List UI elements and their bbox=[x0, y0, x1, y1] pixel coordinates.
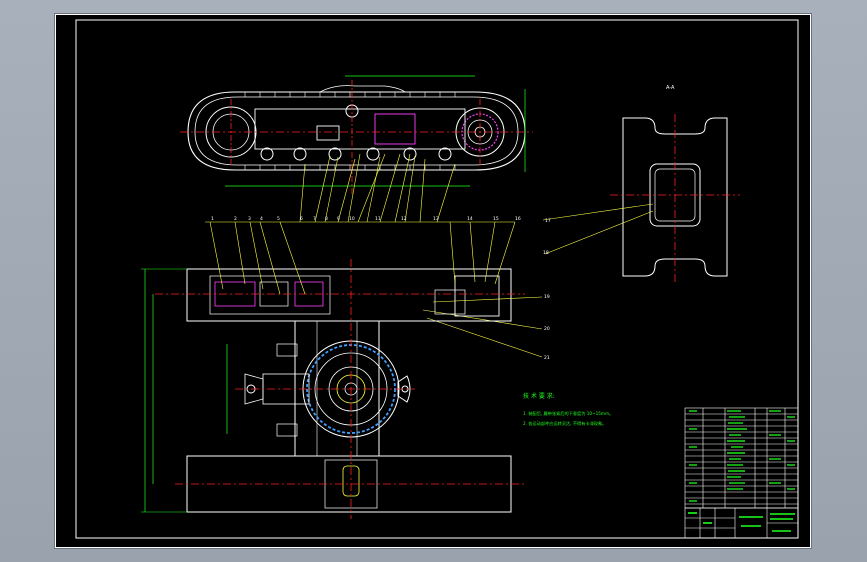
tech-req-line-1: 1. 装配后, 履带张紧后的下垂度为 10~15mm。 bbox=[523, 410, 613, 417]
balloon-21: 21 bbox=[544, 355, 550, 361]
balloon-13: 13 bbox=[433, 216, 439, 222]
balloon-17: 17 bbox=[545, 218, 551, 224]
balloon-3: 3 bbox=[248, 216, 251, 222]
balloon-14: 14 bbox=[467, 216, 473, 222]
balloon-4: 4 bbox=[260, 216, 263, 222]
front-view bbox=[141, 221, 525, 519]
track-top-view bbox=[180, 75, 533, 194]
balloon-19: 19 bbox=[544, 294, 550, 300]
balloon-5: 5 bbox=[277, 216, 280, 222]
drawing-sheet: A-A bbox=[55, 14, 811, 548]
balloon-20: 20 bbox=[544, 326, 550, 332]
balloon-7: 7 bbox=[313, 216, 316, 222]
section-view bbox=[610, 114, 740, 284]
outer-border bbox=[55, 14, 811, 548]
inner-frame bbox=[75, 19, 799, 539]
leader-lines-right bbox=[422, 203, 654, 358]
balloon-8: 8 bbox=[325, 216, 328, 222]
balloon-6: 6 bbox=[300, 216, 303, 222]
balloon-2: 2 bbox=[234, 216, 237, 222]
balloon-labels: 1 2 3 4 5 6 7 8 9 10 11 12 13 14 15 16 1… bbox=[211, 216, 551, 361]
drawing-canvas[interactable]: A-A bbox=[55, 14, 811, 548]
balloon-12: 12 bbox=[401, 216, 407, 222]
title-block bbox=[684, 507, 799, 539]
balloon-18: 18 bbox=[543, 250, 549, 256]
leader-lines-top bbox=[299, 153, 456, 223]
balloon-1: 1 bbox=[211, 216, 214, 222]
tech-req-line-2: 2. 各运动部件应运转灵活, 不得有卡滞现象。 bbox=[523, 420, 606, 427]
balloon-11: 11 bbox=[375, 216, 381, 222]
balloon-9: 9 bbox=[337, 216, 340, 222]
title-block-text bbox=[688, 512, 795, 532]
balloon-15: 15 bbox=[493, 216, 499, 222]
balloon-10: 10 bbox=[349, 216, 355, 222]
tech-req-title: 技 术 要 求: bbox=[523, 392, 555, 400]
parts-list-table bbox=[684, 407, 799, 509]
parts-list-text bbox=[689, 410, 795, 502]
section-label: A-A bbox=[666, 85, 675, 91]
balloon-16: 16 bbox=[515, 216, 521, 222]
